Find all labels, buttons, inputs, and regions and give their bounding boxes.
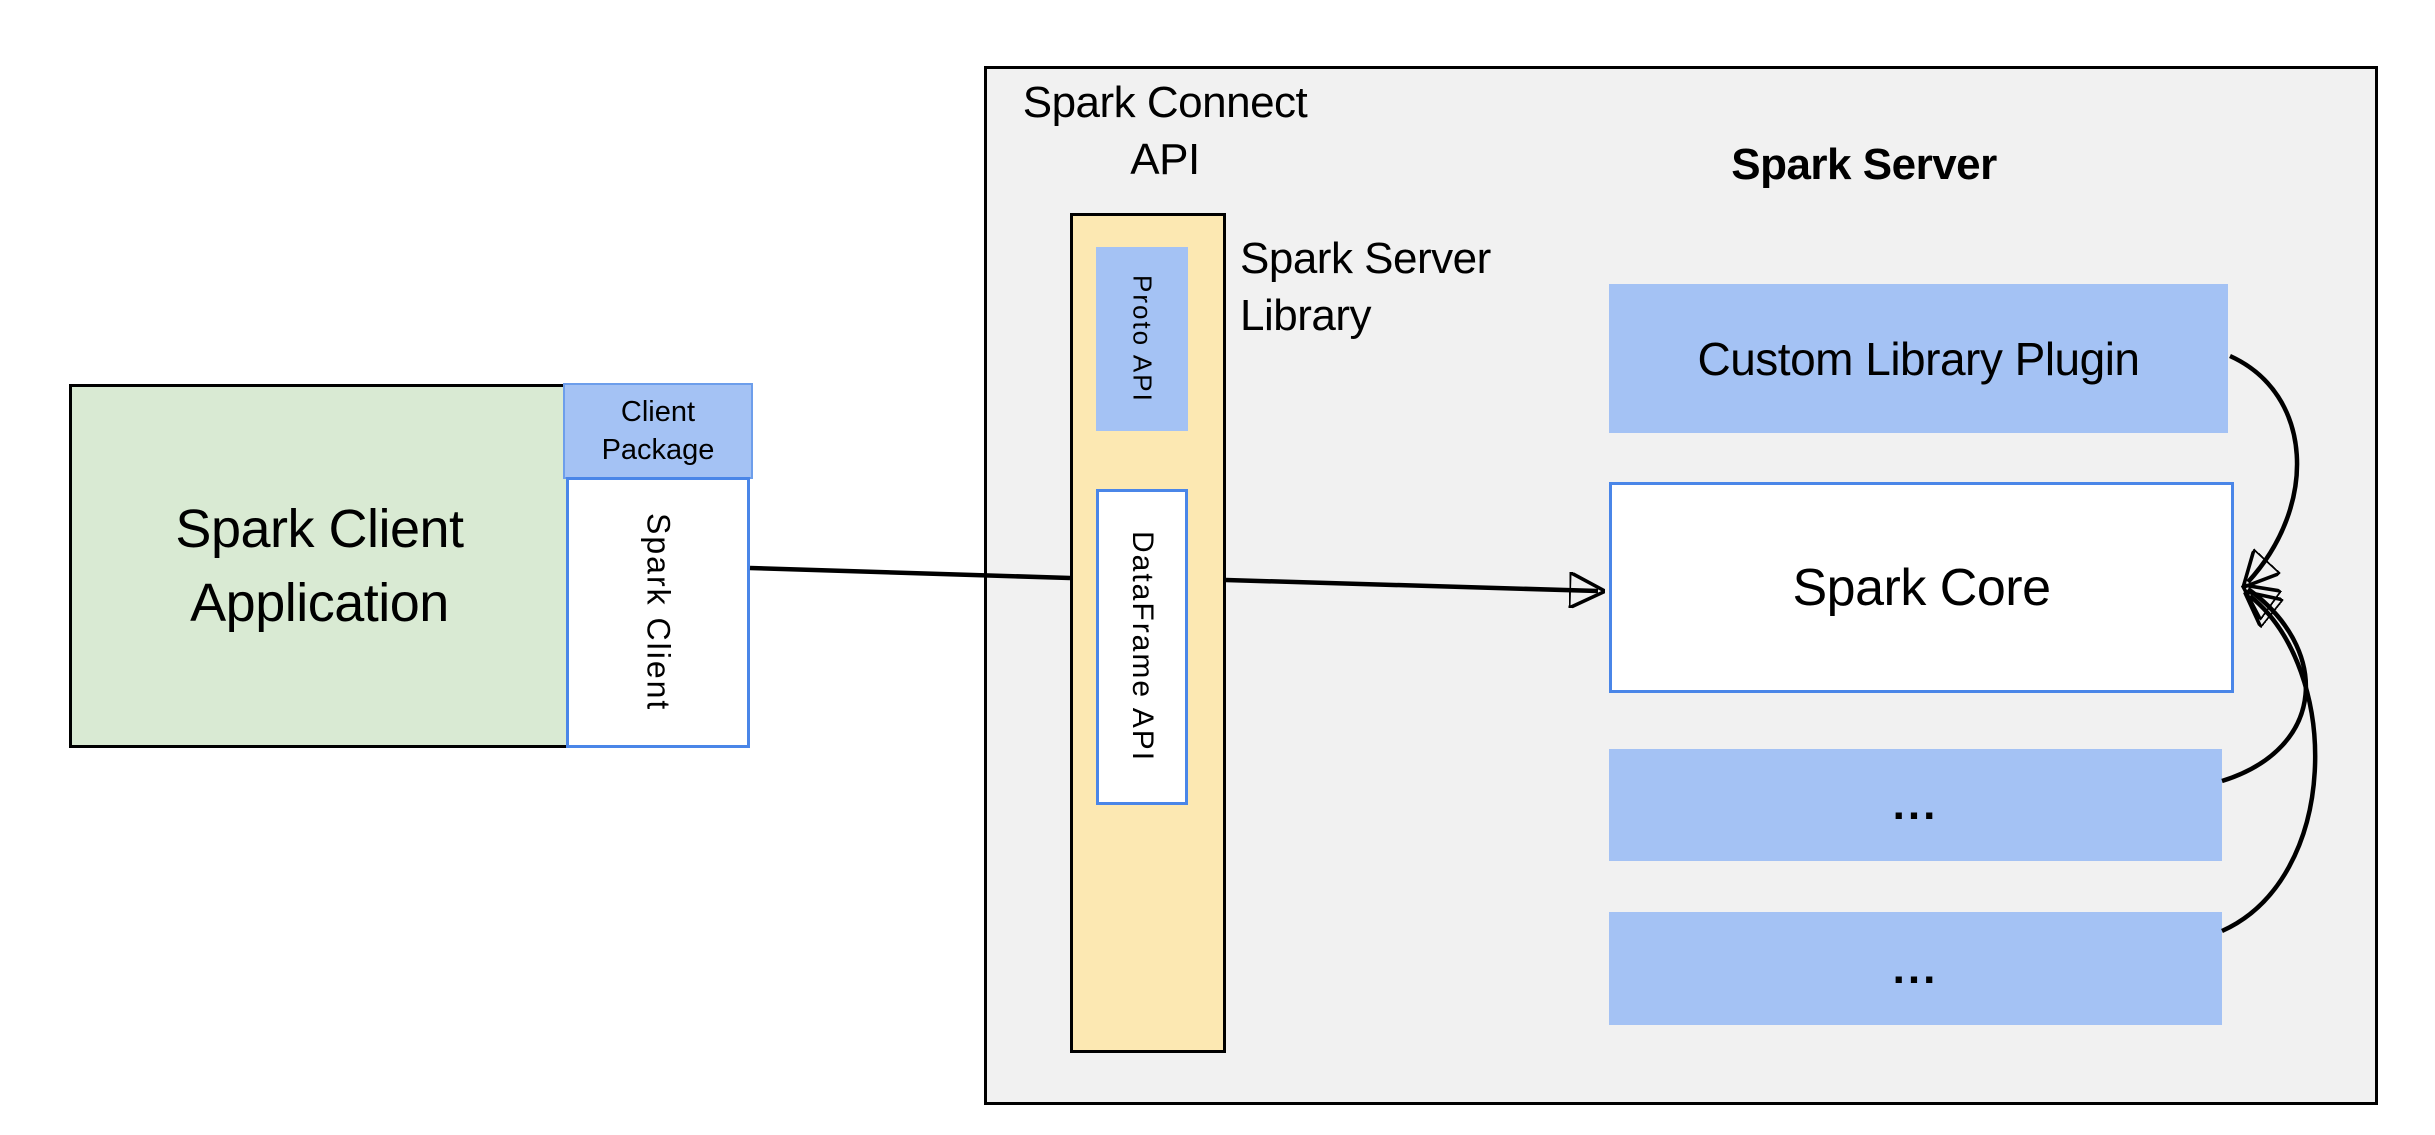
spark-client-box: Spark Client xyxy=(566,477,750,748)
spark-core-label: Spark Core xyxy=(1792,558,2052,617)
spark-client-application-box: Spark Client Application xyxy=(69,384,570,748)
client-package-box: Client Package xyxy=(563,383,753,479)
dataframe-api-label: DataFrame API xyxy=(1126,531,1159,763)
module-box-2-label: ... xyxy=(1892,943,1939,993)
spark-server-title: Spark Server xyxy=(1731,140,1997,189)
proto-api-box: Proto API xyxy=(1096,247,1188,431)
client-package-label: Client Package xyxy=(601,396,715,466)
module-box-1: ... xyxy=(1609,749,2222,861)
module-box-2: ... xyxy=(1609,912,2222,1025)
spark-server-library-label: Spark Server Library xyxy=(1240,234,1491,340)
spark-client-application-label: Spark Client Application xyxy=(175,499,464,633)
custom-library-plugin-box: Custom Library Plugin xyxy=(1609,284,2228,433)
dataframe-api-box: DataFrame API xyxy=(1096,489,1188,805)
spark-connect-api-title: Spark Connect API xyxy=(1022,78,1308,184)
proto-api-label: Proto API xyxy=(1127,275,1158,403)
module-box-1-label: ... xyxy=(1892,780,1939,829)
spark-core-box: Spark Core xyxy=(1609,482,2234,693)
custom-library-plugin-label: Custom Library Plugin xyxy=(1697,332,2140,385)
spark-client-label: Spark Client xyxy=(640,513,677,712)
